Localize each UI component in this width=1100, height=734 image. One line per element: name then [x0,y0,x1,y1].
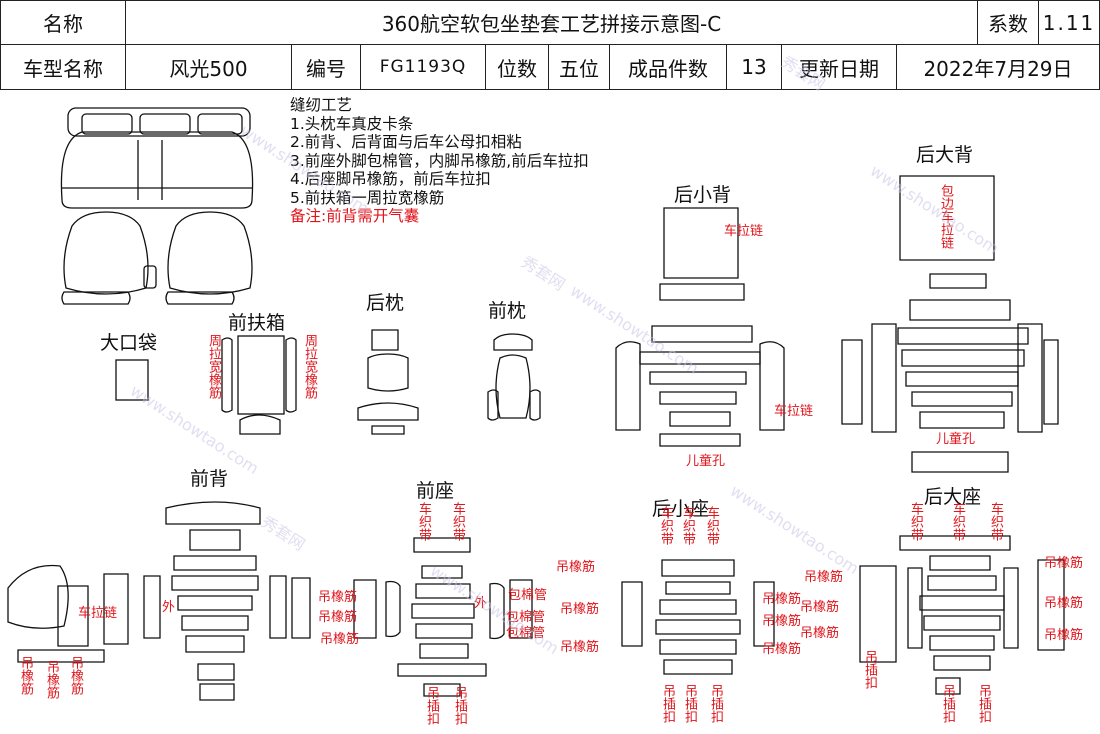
rear-big-back-label: 后大背 [916,144,974,166]
rear-big-back-wrap-zipper: 包边车拉链 [938,184,953,249]
date-value: 2022年7月29日 [896,44,1100,90]
seat-label: 位数 [485,44,549,90]
rear-big-seat-elastic-2: 吊橡筋 [800,600,840,615]
rear-big-seat-elastic-3: 吊橡筋 [800,626,840,641]
front-seat-cotton-tube-2: 包棉管 [506,610,546,625]
front-back-drawing [7,501,311,701]
count-label: 成品件数 [609,44,727,90]
front-back-zipper-note: 车拉链 [78,606,118,621]
rear-small-seat-drawing [621,559,775,675]
rear-big-back-child-hole: 儿童孔 [936,432,976,447]
rear-small-back-child-hole: 儿童孔 [686,454,726,469]
front-back-outer-note: 外 [162,600,176,615]
header-table: 名称 360航空软包坐垫套工艺拼接示意图-C 系数 1.11 车型名称 风光50… [0,0,1100,90]
front-armrest-label: 前扶箱 [228,312,286,334]
rear-small-seat-clip-1: 吊插扣 [660,684,675,723]
name-label: 名称 [0,0,126,45]
rear-big-seat-elastic-5: 吊橡筋 [1044,596,1084,611]
rear-small-seat-elastic-5: 吊橡筋 [762,614,802,629]
rear-small-seat-sew-band-3: 车织带 [704,506,719,545]
front-seat-cotton-tube-1: 包棉管 [508,588,548,603]
front-seat-elastic-1: 吊橡筋 [318,590,358,605]
big-pocket-label: 大口袋 [100,332,158,354]
rear-small-seat-elastic-1: 吊橡筋 [556,560,596,575]
notes-title: 缝纫工艺 [290,96,353,114]
front-seat-sew-band-2: 车织带 [450,502,465,541]
date-label: 更新日期 [781,44,897,90]
code-value: FG1193Q [360,44,486,90]
note-item-2: 2.前背、后背面与后车公母扣相粘 [290,133,522,151]
rear-small-seat-elastic-2: 吊橡筋 [560,602,600,617]
rear-small-seat-elastic-4: 吊橡筋 [762,592,802,607]
note-item-1: 1.头枕车真皮卡条 [290,114,414,133]
front-headrest-label: 前枕 [488,300,527,322]
front-back-label: 前背 [190,468,229,490]
front-seat-drawing [353,537,533,697]
rear-headrest-drawing [357,329,419,435]
rear-big-seat-clip-1: 吊插扣 [862,650,877,689]
rear-big-seat-elastic-1: 吊橡筋 [804,570,844,585]
rear-big-seat-elastic-6: 吊橡筋 [1044,628,1084,643]
rear-small-back-zipper-note: 车拉链 [724,224,764,239]
rear-small-seat-sew-band-2: 车织带 [680,506,695,545]
armrest-wide-elastic-right: 周拉宽橡筋 [302,334,317,399]
note-item-4: 4.后座脚吊橡筋，前后车拉扣 [290,170,491,188]
big-pocket-piece [115,359,149,401]
front-back-elastic-2: 吊橡筋 [44,660,59,699]
rear-small-seat-clip-2: 吊插扣 [682,684,697,723]
note-item-3: 3.前座外脚包棉管，内脚吊橡筋,前后车拉扣 [290,151,589,170]
model-label: 车型名称 [0,44,126,90]
front-seat-elastic-2: 吊橡筋 [318,610,358,625]
count-value: 13 [726,44,782,90]
front-seat-cotton-tube-3: 包棉管 [506,626,546,641]
rear-big-seat-label: 后大座 [924,486,982,508]
seat-overview-drawing [60,107,254,305]
rear-headrest-label: 后枕 [366,292,405,314]
front-seat-elastic-3: 吊橡筋 [320,632,360,647]
front-seat-sew-band-1: 车织带 [416,502,431,541]
front-seat-label: 前座 [416,480,455,502]
note-remark: 备注:前背需开气囊 [290,207,420,225]
rear-small-seat-sew-band-1: 车织带 [658,506,673,545]
rear-small-back-side-zipper-note: 车拉链 [774,404,814,419]
rear-big-seat-clip-2: 吊插扣 [940,684,955,723]
front-back-elastic-1: 吊橡筋 [18,656,33,695]
armrest-wide-elastic-left: 周拉宽橡筋 [206,334,221,399]
rear-small-seat-elastic-3: 吊橡筋 [560,640,600,655]
note-item-5: 5.前扶箱一周拉宽橡筋 [290,188,445,207]
rear-small-seat-label: 后小座 [652,498,710,520]
front-seat-clip-2: 吊插扣 [452,686,467,725]
model-value: 风光500 [125,44,292,90]
sewing-process-notes: 缝纫工艺 1.头枕车真皮卡条 2.前背、后背面与后车公母扣相粘 3.前座外脚包棉… [290,96,589,226]
rear-big-seat-elastic-4: 吊橡筋 [1044,556,1084,571]
rear-small-back-drawing [615,207,785,447]
rear-big-back-drawing [841,175,1059,473]
rear-big-seat-sew-band-2: 车织带 [950,502,965,541]
coefficient-label: 系数 [977,0,1039,45]
rear-big-seat-sew-band-1: 车织带 [908,502,923,541]
rear-small-seat-clip-3: 吊插扣 [708,684,723,723]
rear-small-back-label: 后小背 [674,184,732,206]
front-armrest-drawing [221,335,297,435]
rear-big-seat-sew-band-3: 车织带 [988,502,1003,541]
front-seat-outer-note: 外 [474,596,488,611]
front-seat-clip-1: 吊插扣 [424,686,439,725]
rear-big-seat-clip-3: 吊插扣 [976,684,991,723]
rear-small-seat-elastic-6: 吊橡筋 [762,642,802,657]
rear-big-seat-drawing [859,535,1065,695]
coefficient-value: 1.11 [1038,0,1100,45]
code-label: 编号 [291,44,361,90]
front-back-elastic-3: 吊橡筋 [68,656,83,695]
front-headrest-drawing [487,333,541,421]
